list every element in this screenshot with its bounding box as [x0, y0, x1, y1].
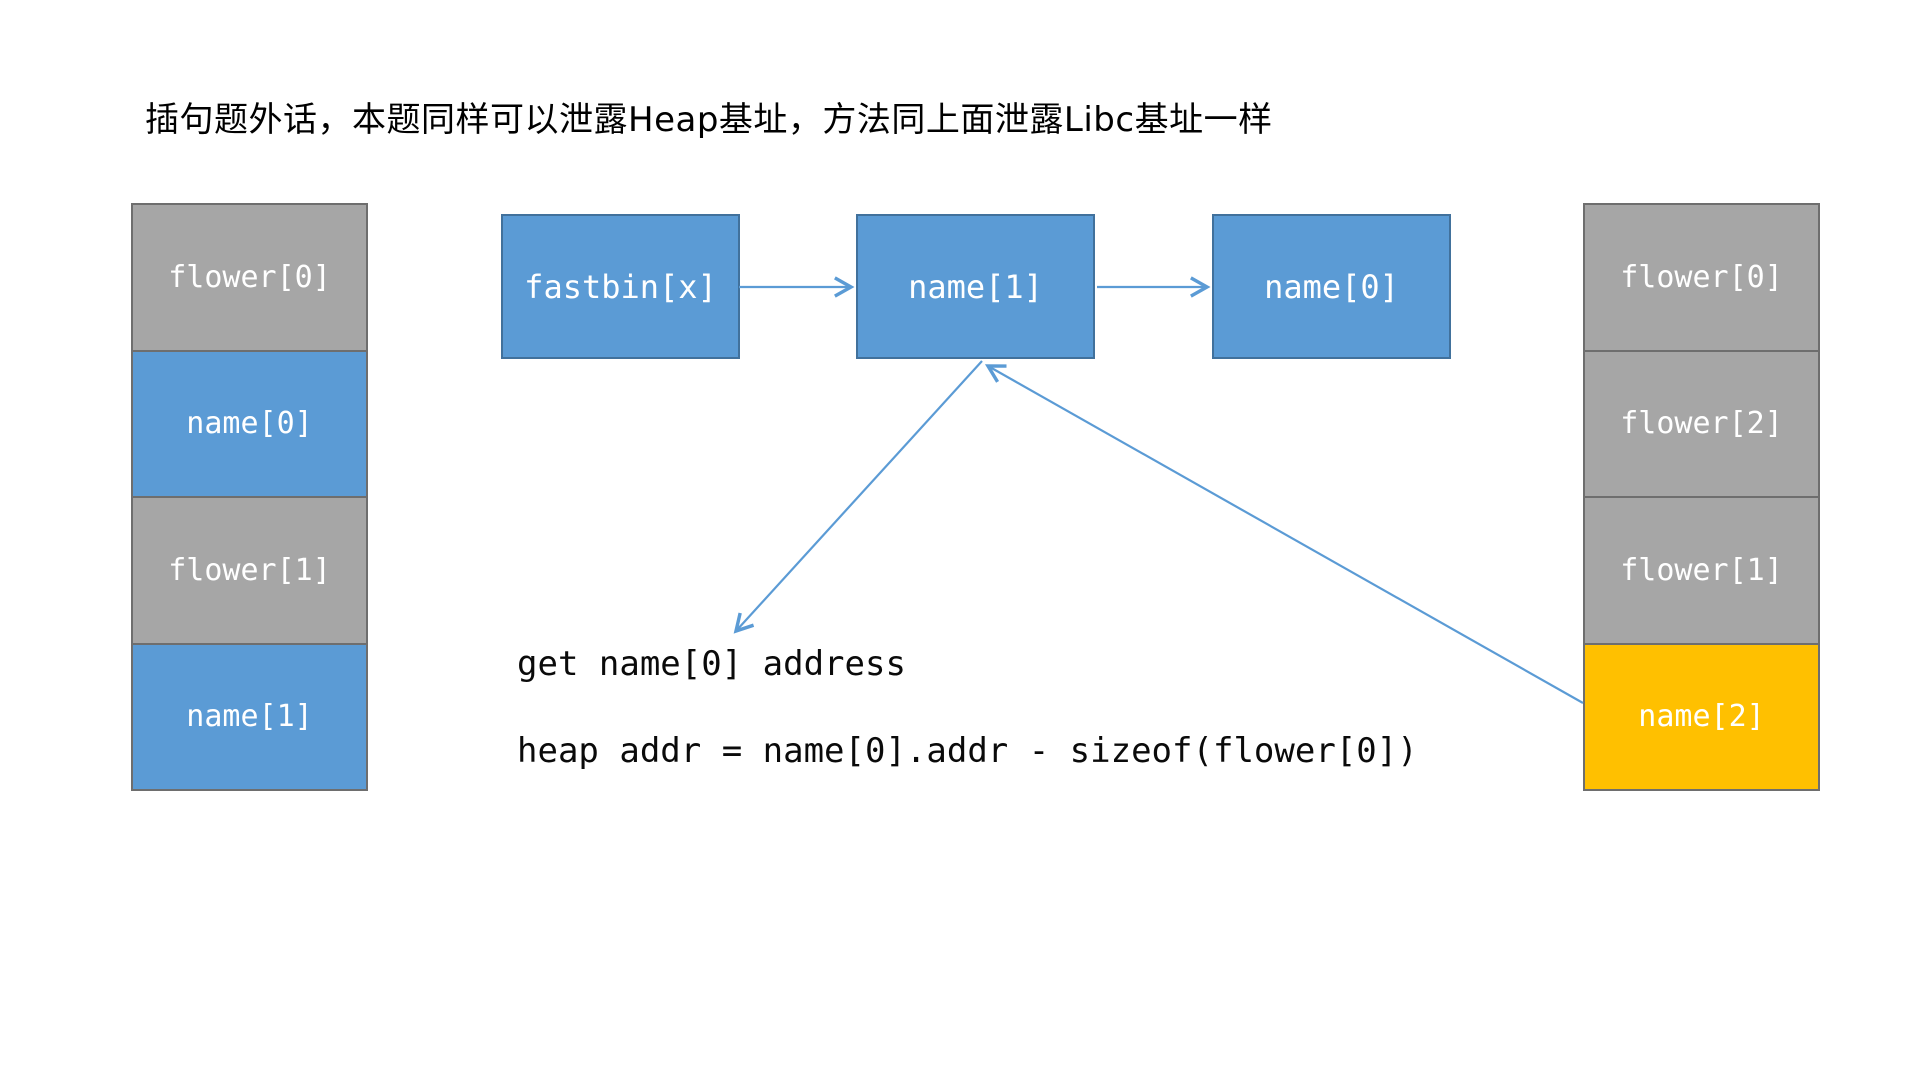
annotation-get-address: get name[0] address	[517, 644, 906, 684]
arrow-name2-to-name1	[984, 364, 1584, 704]
memory-cell: flower[2]	[1585, 351, 1818, 498]
memory-cell: name[1]	[133, 644, 366, 789]
annotation-heap-addr-formula: heap addr = name[0].addr - sizeof(flower…	[517, 731, 1418, 771]
page-title: 插句题外话，本题同样可以泄露Heap基址，方法同上面泄露Libc基址一样	[145, 100, 1273, 140]
memory-column-left: flower[0] name[0] flower[1] name[1]	[131, 203, 368, 791]
memory-cell: flower[1]	[133, 498, 366, 645]
memory-column-right: flower[0] flower[2] flower[1] name[2]	[1583, 203, 1820, 791]
arrow-name1-to-get-address	[733, 360, 983, 634]
node-name-0: name[0]	[1212, 214, 1451, 359]
memory-cell: flower[1]	[1585, 498, 1818, 645]
memory-cell: name[2]	[1585, 644, 1818, 789]
memory-cell: flower[0]	[133, 205, 366, 352]
node-name-1: name[1]	[856, 214, 1095, 359]
memory-cell: flower[0]	[1585, 205, 1818, 352]
node-fastbin-x: fastbin[x]	[501, 214, 740, 359]
memory-cell: name[0]	[133, 351, 366, 498]
